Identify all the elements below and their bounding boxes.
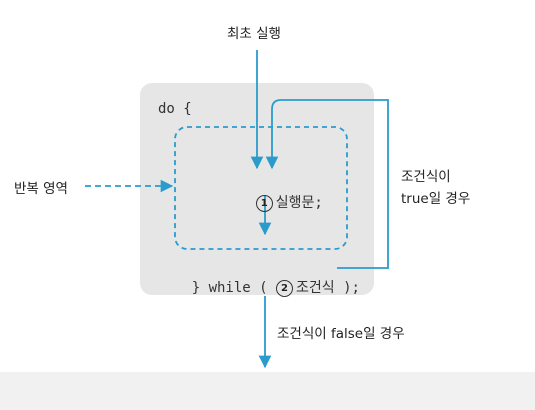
loop-region-dashed-box bbox=[174, 126, 348, 250]
statement-number-badge: 1 bbox=[255, 195, 273, 212]
bottom-band bbox=[0, 372, 535, 410]
condition-number-badge: 2 bbox=[276, 280, 294, 297]
statement-text: 실행문; bbox=[275, 195, 323, 211]
while-prefix: } while ( bbox=[191, 280, 277, 296]
bottom-label: 조건식이 false일 경우 bbox=[277, 326, 405, 342]
condition-text: 조건식 bbox=[296, 280, 335, 296]
loop-back-arrow bbox=[265, 99, 389, 269]
right-label-line1: 조건식이 bbox=[401, 169, 451, 185]
left-label: 반복 영역 bbox=[14, 181, 68, 197]
right-label-line2: true일 경우 bbox=[401, 191, 471, 207]
top-label: 최초 실행 bbox=[227, 26, 281, 42]
while-suffix: ); bbox=[334, 280, 360, 296]
code-do-open: do { bbox=[158, 101, 192, 117]
